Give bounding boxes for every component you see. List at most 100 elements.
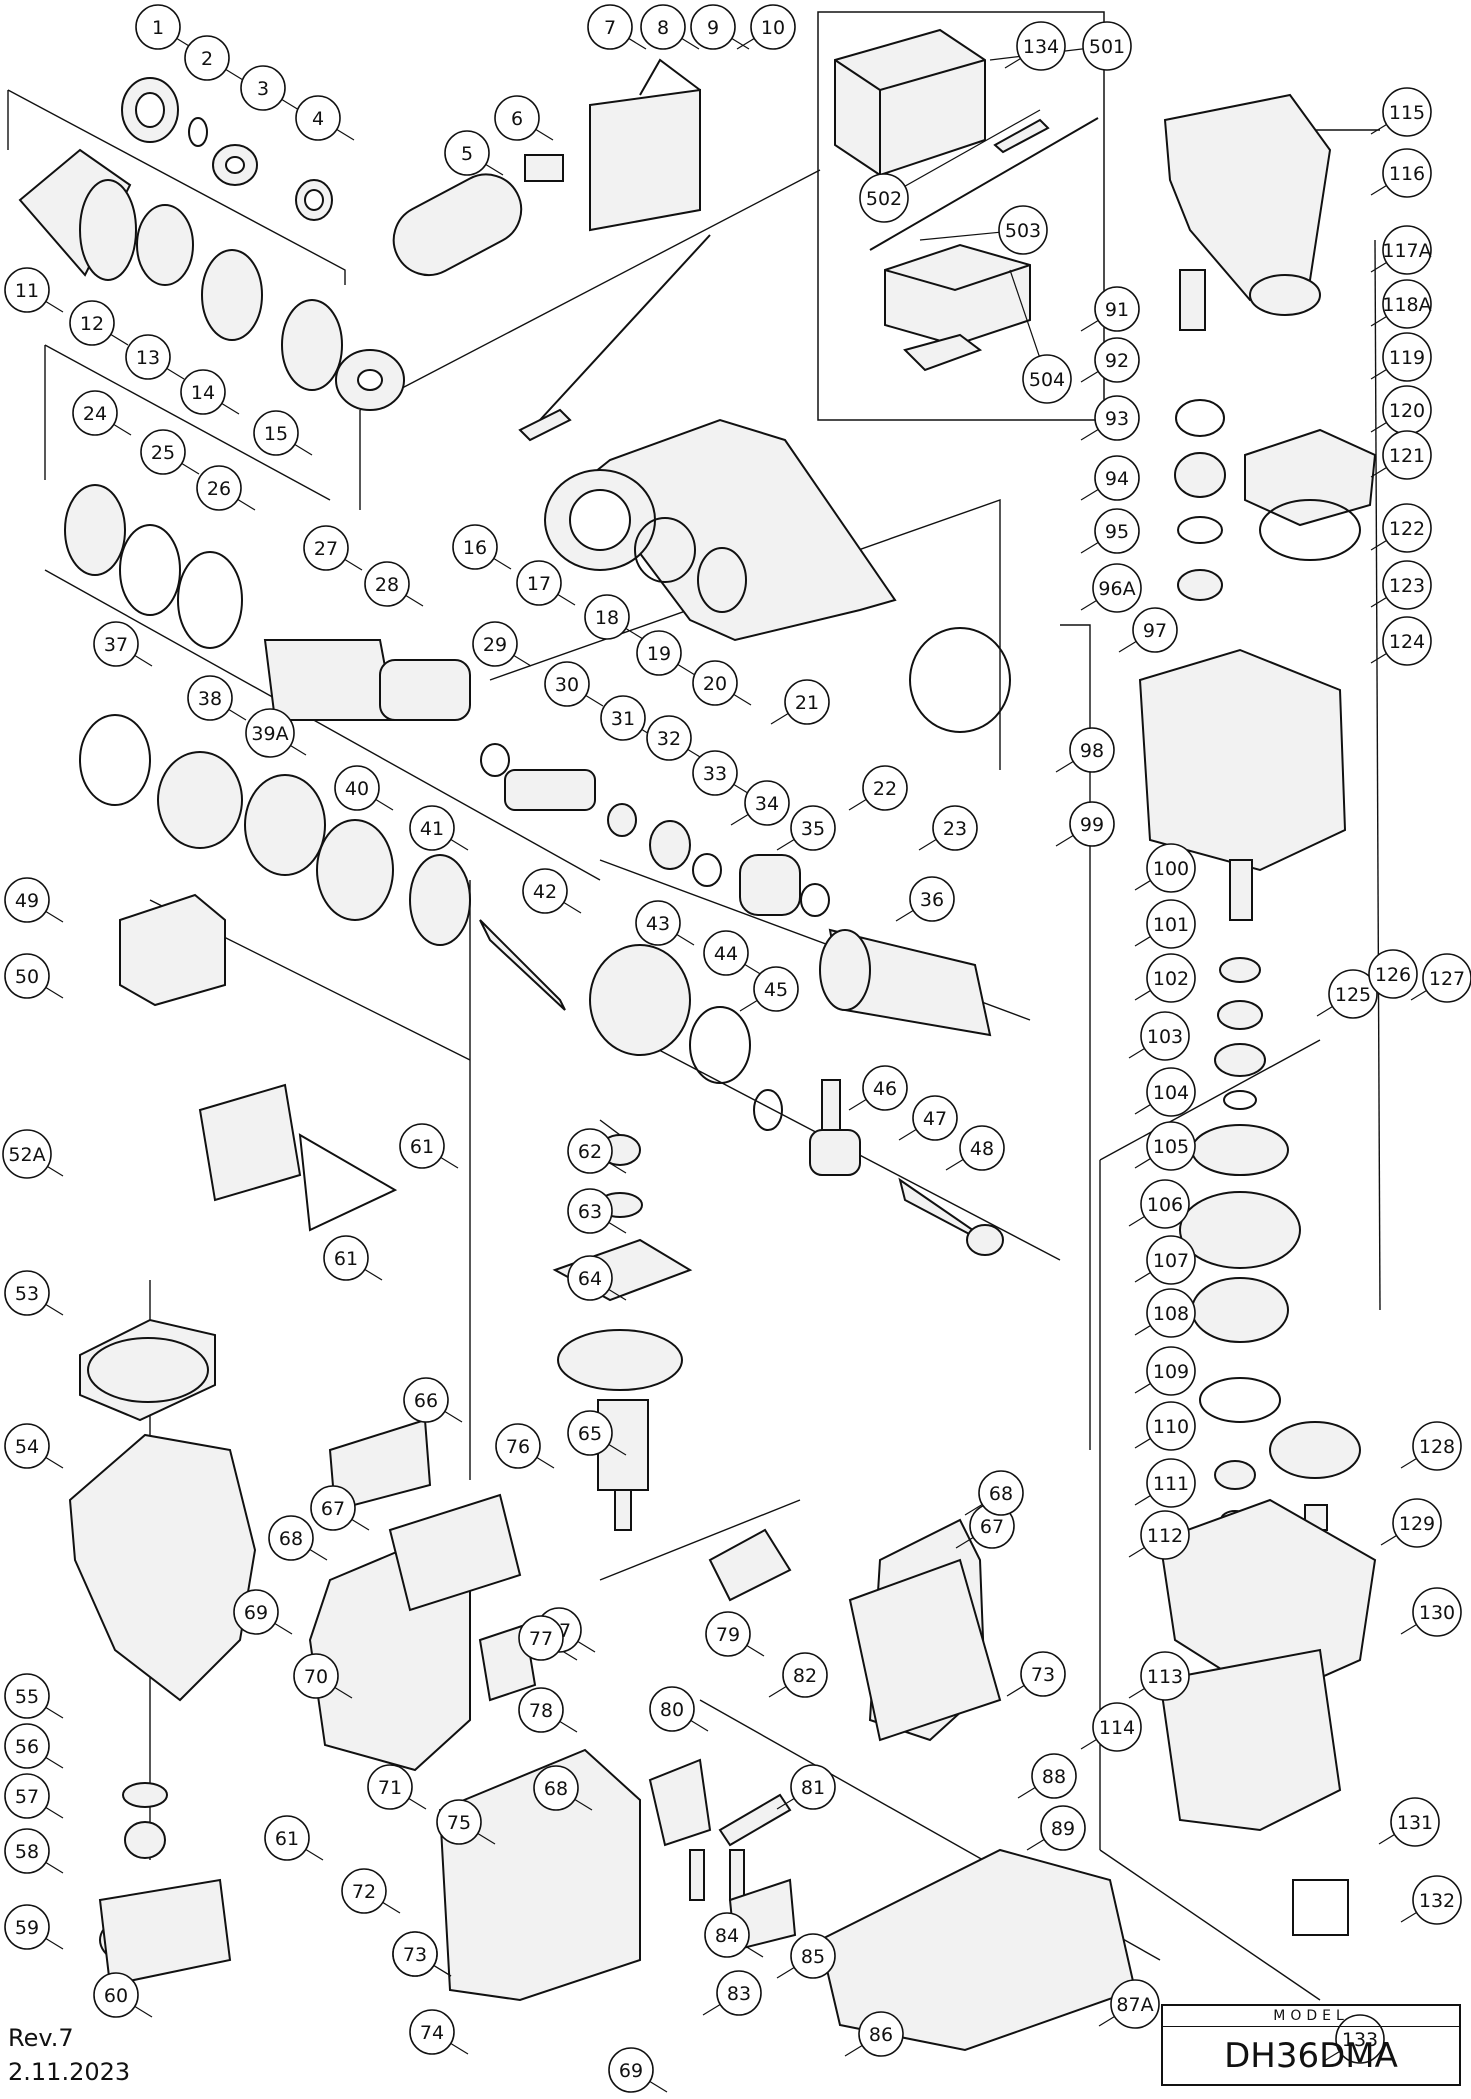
part-84-callout: 84	[704, 1912, 750, 1958]
part-502-number: 502	[866, 188, 902, 210]
part-79-number: 79	[716, 1624, 740, 1646]
part-47-callout: 47	[912, 1095, 958, 1141]
part-55-callout: 55	[4, 1673, 50, 1719]
part-84-number: 84	[715, 1925, 739, 1947]
part-100-callout: 100	[1146, 843, 1196, 893]
part-116-callout: 116	[1382, 148, 1432, 198]
part-74-number: 74	[420, 2022, 444, 2044]
part-113-number: 113	[1147, 1666, 1183, 1688]
part-54-callout: 54	[4, 1423, 50, 1469]
part-58-number: 58	[15, 1841, 39, 1863]
part-127-callout: 127	[1422, 953, 1471, 1003]
part-48-number: 48	[970, 1138, 994, 1160]
part-95-callout: 95	[1094, 508, 1140, 554]
part-7-number: 7	[604, 17, 616, 39]
part-121-callout: 121	[1382, 430, 1432, 480]
part-32-number: 32	[657, 728, 681, 750]
part-50-number: 50	[15, 966, 39, 988]
part-69-callout: 69	[233, 1589, 279, 1635]
part-73-number: 73	[403, 1944, 427, 1966]
part-57-number: 57	[15, 1786, 39, 1808]
part-15-number: 15	[264, 423, 288, 445]
part-22-number: 22	[873, 778, 897, 800]
part-108-callout: 108	[1146, 1288, 1196, 1338]
part-101-number: 101	[1153, 914, 1189, 936]
revision-date: 2.11.2023	[8, 2058, 131, 2086]
part-63-number: 63	[578, 1201, 602, 1223]
part-116-number: 116	[1389, 163, 1425, 185]
part-65-callout: 65	[567, 1410, 613, 1456]
part-59-callout: 59	[4, 1904, 50, 1950]
part-86-number: 86	[869, 2024, 893, 2046]
part-5-number: 5	[461, 143, 473, 165]
part-89-callout: 89	[1040, 1805, 1086, 1851]
part-501-number: 501	[1089, 36, 1125, 58]
part-69-callout: 69	[608, 2047, 654, 2093]
gearbox-parts	[1138, 93, 1377, 1936]
part-95-number: 95	[1105, 521, 1129, 543]
part-42-callout: 42	[522, 868, 568, 914]
part-33-callout: 33	[692, 750, 738, 796]
part-14-callout: 14	[180, 369, 226, 415]
part-67-number: 67	[321, 1498, 345, 1520]
part-114-callout: 114	[1092, 1702, 1142, 1752]
part-55-number: 55	[15, 1686, 39, 1708]
part-56-callout: 56	[4, 1723, 50, 1769]
part-75-callout: 75	[436, 1799, 482, 1845]
part-124-callout: 124	[1382, 616, 1432, 666]
part-39a-number: 39A	[251, 723, 288, 745]
part-34-number: 34	[755, 793, 779, 815]
part-88-number: 88	[1042, 1766, 1066, 1788]
part-77-number: 77	[529, 1628, 553, 1650]
part-132-callout: 132	[1412, 1875, 1462, 1925]
part-70-callout: 70	[293, 1653, 339, 1699]
part-16-callout: 16	[452, 524, 498, 570]
front-cap-parts	[18, 77, 405, 411]
part-2-callout: 2	[184, 35, 230, 81]
part-49-number: 49	[15, 890, 39, 912]
part-503-number: 503	[1005, 220, 1041, 242]
part-24-callout: 24	[72, 390, 118, 436]
part-88-callout: 88	[1031, 1753, 1077, 1799]
part-43-number: 43	[646, 913, 670, 935]
part-66-callout: 66	[403, 1377, 449, 1423]
part-61-callout: 61	[264, 1815, 310, 1861]
part-104-callout: 104	[1146, 1067, 1196, 1117]
part-92-callout: 92	[1094, 337, 1140, 383]
part-78-number: 78	[529, 1700, 553, 1722]
part-29-number: 29	[483, 634, 507, 656]
part-30-number: 30	[555, 674, 579, 696]
part-68-number: 68	[544, 1778, 568, 1800]
part-28-callout: 28	[364, 561, 410, 607]
part-45-number: 45	[764, 979, 788, 1001]
part-122-callout: 122	[1382, 503, 1432, 553]
part-22-callout: 22	[862, 765, 908, 811]
part-96a-callout: 96A	[1092, 563, 1142, 613]
part-69-number: 69	[619, 2060, 643, 2082]
part-81-number: 81	[801, 1777, 825, 1799]
part-45-callout: 45	[753, 966, 799, 1012]
part-36-callout: 36	[909, 876, 955, 922]
part-126-number: 126	[1375, 964, 1411, 986]
part-19-number: 19	[647, 643, 671, 665]
part-115-callout: 115	[1382, 87, 1432, 137]
spindle-parts	[64, 418, 1011, 1037]
part-drawings	[18, 11, 1377, 2052]
part-131-callout: 131	[1390, 1797, 1440, 1847]
part-17-number: 17	[527, 573, 551, 595]
part-127-number: 127	[1429, 968, 1465, 990]
part-502-leader	[883, 109, 1041, 199]
part-114-number: 114	[1099, 1717, 1135, 1739]
part-40-callout: 40	[334, 765, 380, 811]
part-123-number: 123	[1389, 575, 1425, 597]
part-72-number: 72	[352, 1881, 376, 1903]
part-43-callout: 43	[635, 900, 681, 946]
part-105-callout: 105	[1146, 1121, 1196, 1171]
part-26-number: 26	[207, 478, 231, 500]
part-31-callout: 31	[600, 695, 646, 741]
part-61-number: 61	[275, 1828, 299, 1850]
part-35-callout: 35	[790, 805, 836, 851]
part-99-callout: 99	[1069, 801, 1115, 847]
